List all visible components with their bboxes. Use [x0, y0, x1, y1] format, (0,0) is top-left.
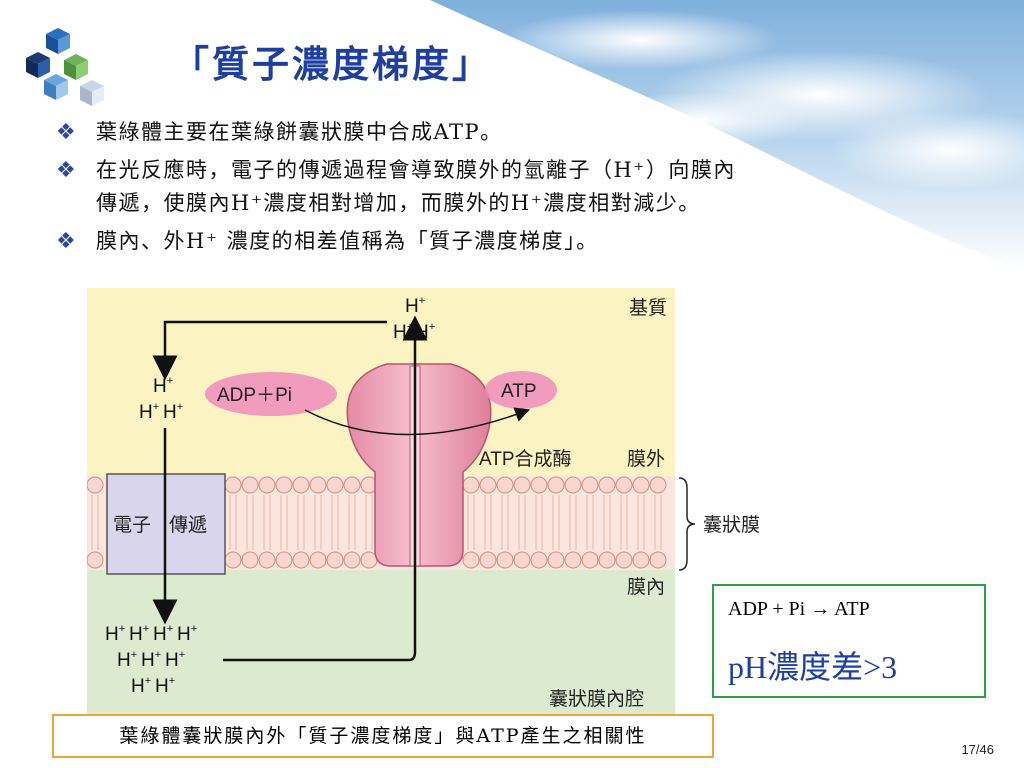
- adp-pi-label: ADP＋Pi: [217, 385, 292, 406]
- atp-synthase-label: ATP合成酶: [479, 448, 572, 470]
- stroma-label: 基質: [629, 297, 667, 319]
- ph-difference: pH濃度差>3: [728, 649, 898, 685]
- slide-title: 「質子濃度梯度」: [172, 42, 492, 86]
- page-number: 17/46: [961, 742, 994, 757]
- proton-flow-arrow: [223, 315, 428, 662]
- reaction-arrow: [304, 407, 531, 436]
- inside-label: 膜內: [627, 576, 665, 598]
- adp-pi-ellipse: [205, 372, 337, 416]
- lumen-region: [87, 570, 675, 716]
- atp-label: ATP: [501, 381, 537, 402]
- reaction-equation: ADP + Pi → ATP: [728, 598, 870, 620]
- membrane-brace: [678, 477, 696, 571]
- logo-icon: [20, 24, 110, 116]
- bullet-text: 傳遞，使膜內H⁺濃度相對增加，而膜外的H⁺濃度相對減少。: [96, 191, 701, 215]
- diamond-bullet-icon: ❖: [56, 120, 78, 145]
- bullet-text: 膜內、外H⁺ 濃度的相差值稱為「質子濃度梯度」。: [96, 229, 599, 253]
- electron-transport-label-a: 電子: [113, 515, 151, 536]
- bullet-item: ❖ 葉綠體主要在葉綠餅囊狀膜中合成ATP。: [56, 116, 1006, 149]
- atp-ellipse: [485, 371, 557, 409]
- lipid-bilayer: [87, 476, 667, 569]
- bullet-list: ❖ 葉綠體主要在葉綠餅囊狀膜中合成ATP。 ❖ 在光反應時，電子的傳遞過程會導致…: [56, 116, 1006, 263]
- diamond-bullet-icon: ❖: [56, 158, 78, 183]
- membrane-label: 囊狀膜: [703, 514, 760, 536]
- bullet-item: ❖ 膜內、外H⁺ 濃度的相差值稱為「質子濃度梯度」。: [56, 225, 1006, 258]
- outside-label: 膜外: [627, 448, 665, 470]
- proton-return-arrow: [152, 320, 387, 381]
- electron-transport-label-b: 傳遞: [169, 514, 207, 536]
- proton-gradient-diagram: 電子 傳遞 ADP＋Pi ATP ATP合成酶 基質 膜外 膜內 囊狀膜內腔 囊…: [87, 288, 783, 716]
- bullet-text: 葉綠體主要在葉綠餅囊狀膜中合成ATP。: [96, 120, 503, 144]
- bullet-item: ❖ 在光反應時，電子的傳遞過程會導致膜外的氫離子（H⁺）向膜內 傳遞，使膜內H⁺…: [56, 154, 1006, 220]
- bullet-text: 在光反應時，電子的傳遞過程會導致膜外的氫離子（H⁺）向膜內: [96, 158, 736, 182]
- info-box: ADP + Pi → ATP pH濃度差>3: [712, 584, 986, 698]
- lumen-label: 囊狀膜內腔: [549, 688, 644, 710]
- figure-caption: 葉綠體囊狀膜內外「質子濃度梯度」與ATP產生之相關性: [52, 714, 714, 758]
- diamond-bullet-icon: ❖: [56, 229, 78, 254]
